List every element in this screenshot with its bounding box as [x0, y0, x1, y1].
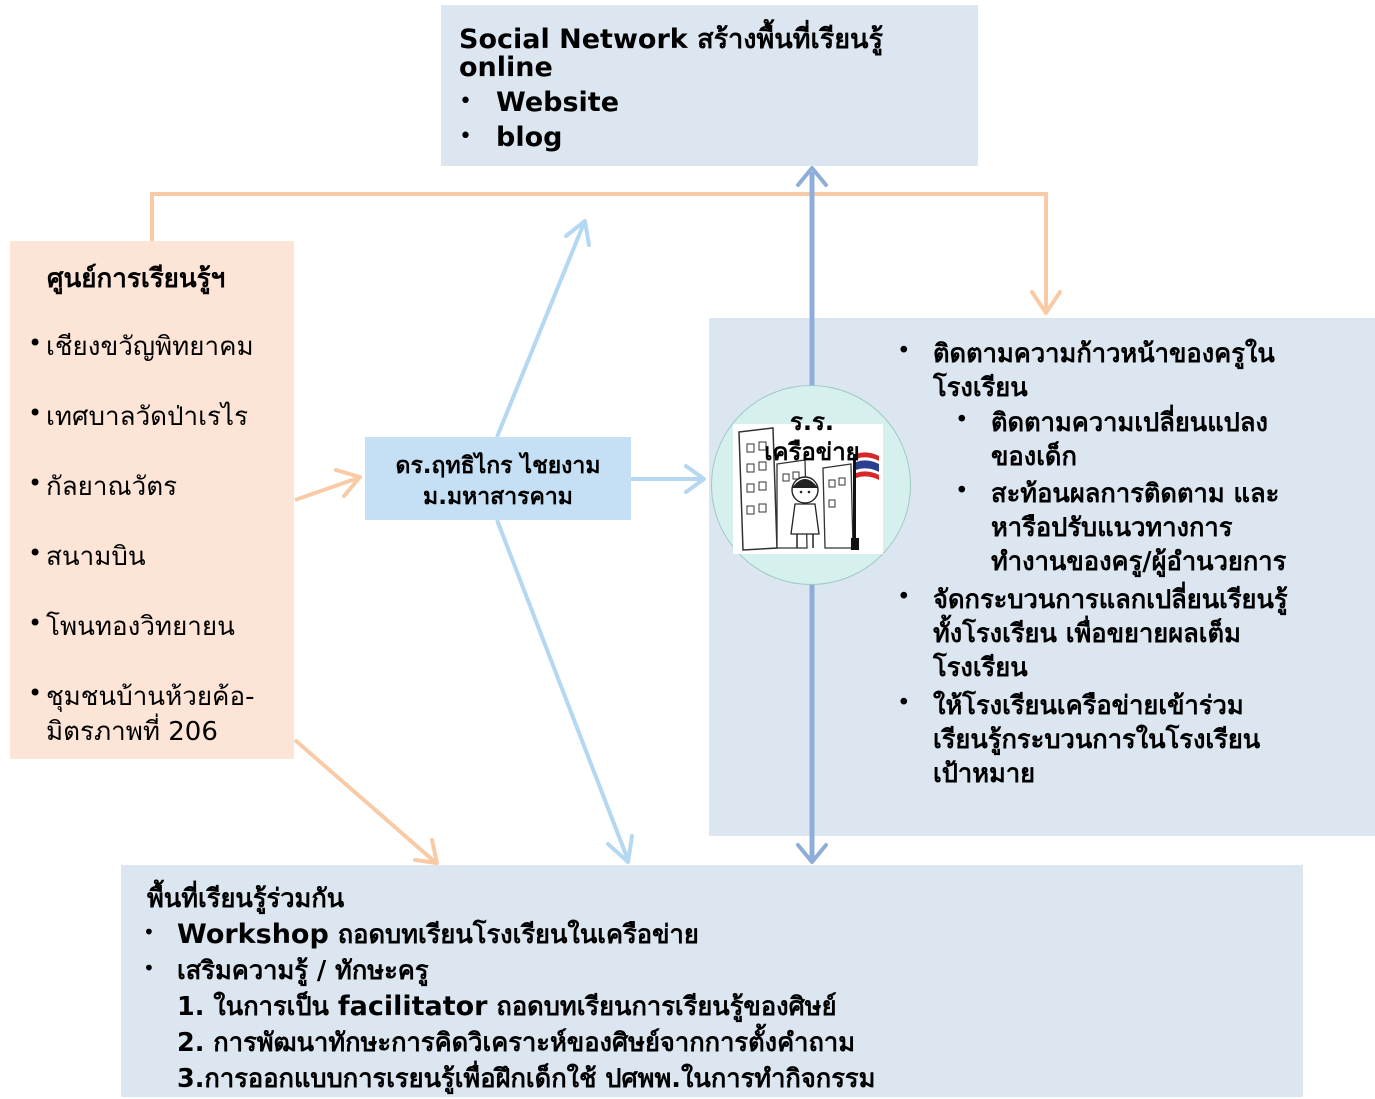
- social-title-line2: online: [459, 52, 553, 83]
- center-item-continued: มิตรภาพที่ 206: [46, 717, 218, 747]
- shared-title: พื้นที่เรียนรู้ร่วมกัน: [147, 884, 345, 914]
- network-item-3: ให้โรงเรียนเครือข่ายเข้าร่วม: [933, 691, 1244, 721]
- center-item: เชียงขวัญพิทยาคม: [46, 332, 254, 362]
- network-item-3-cont: เรียนรู้กระบวนการในโรงเรียน: [933, 725, 1261, 755]
- arrowhead-school: [684, 464, 706, 494]
- shared-subitem-1: 1. ในการเป็น facilitator ถอดบทเรียนการเร…: [177, 987, 837, 1027]
- workshop-label: Workshop: [177, 919, 329, 950]
- shared-learning-box: พื้นที่เรียนรู้ร่วมกัน • Workshop ถอดบทเ…: [121, 865, 1303, 1097]
- network-item-2: จัดกระบวนการแลกเปลี่ยนเรียนรู้: [933, 585, 1288, 615]
- learning-centers-box: ศูนย์การเรียนรู้ฯ • เชียงขวัญพิทยาคม • เ…: [10, 241, 294, 759]
- network-subitem-2-cont: ทำงานของครู/ผู้อำนวยการ: [991, 547, 1287, 577]
- network-subitem-1-cont: ของเด็ก: [991, 442, 1077, 472]
- bullet: •: [459, 124, 472, 149]
- network-school-circle: ร.ร. เครือข่าย: [711, 385, 911, 585]
- bullet: •: [955, 478, 969, 504]
- network-item-2-cont: ทั้งโรงเรียน เพื่อขยายผลเต็ม: [933, 619, 1241, 649]
- subitem-1-desc: ถอดบทเรียนการเรียนรู้ของศิษย์: [487, 992, 837, 1022]
- network-item-1-cont: โรงเรียน: [933, 373, 1028, 403]
- social-title: Social Network สร้างพื้นที่เรียนรู้: [459, 17, 883, 60]
- dr-name: ดร.ฤทธิไกร ไชยงาม: [395, 453, 601, 479]
- centers-title: ศูนย์การเรียนรู้ฯ: [47, 264, 226, 294]
- network-subitem-2-cont: หารือปรับแนวทางการ: [991, 513, 1233, 543]
- social-item-website: Website: [496, 87, 620, 118]
- arrowhead-network-top: [1030, 290, 1062, 315]
- bullet: •: [897, 338, 911, 364]
- social-title-rest: สร้างพื้นที่เรียนรู้: [687, 24, 884, 55]
- school-label-2: เครือข่าย: [764, 438, 860, 466]
- bullet: •: [897, 584, 911, 610]
- arrowhead-shared-left: [413, 838, 439, 865]
- network-item-1: ติดตามความก้าวหน้าของครูใน: [933, 339, 1275, 369]
- social-title-bold: Social Network: [459, 24, 688, 55]
- center-item: กัลยาณวัตร: [46, 472, 178, 502]
- center-item: เทศบาลวัดป่าเรไร: [46, 402, 249, 432]
- arrowhead-top-middle: [564, 219, 591, 247]
- shared-subitem-3: 3.การออกแบบการเรยนรู้เพื่อฝึกเด็กใช้ ปศพ…: [177, 1064, 876, 1094]
- bullet: •: [28, 679, 43, 707]
- school-illustration: [733, 424, 883, 554]
- network-subitem-1: ติดตามความเปลี่ยนแปลง: [991, 408, 1268, 438]
- thai-flag-icon: [856, 452, 879, 480]
- network-item-2-cont: โรงเรียน: [933, 653, 1028, 683]
- bullet: •: [28, 399, 43, 427]
- workshop-desc: ถอดบทเรียนโรงเรียนในเครือข่าย: [328, 920, 699, 950]
- bullet: •: [143, 920, 155, 944]
- arrow-centers-to-dr: [294, 476, 359, 502]
- bullet: •: [28, 329, 43, 357]
- network-subitem-2: สะท้อนผลการติดตาม และ: [991, 479, 1280, 509]
- bullet: •: [28, 539, 43, 567]
- bullet: •: [28, 469, 43, 497]
- social-network-box: Social Network สร้างพื้นที่เรียนรู้ onli…: [441, 5, 978, 166]
- arrowhead-dr-left: [334, 468, 362, 498]
- social-item-blog: blog: [496, 122, 563, 153]
- arrow-dr-to-top: [495, 222, 586, 438]
- arrow-dr-to-shared: [495, 519, 630, 861]
- bullet: •: [459, 89, 472, 114]
- bullet: •: [897, 690, 911, 716]
- center-item: ชุมชนบ้านห้วยค้อ-: [46, 682, 255, 712]
- dr-box: ดร.ฤทธิไกร ไชยงาม ม.มหาสารคาม: [365, 437, 631, 520]
- shared-item-skills: เสริมความรู้ / ทักษะครู: [177, 956, 429, 986]
- center-item: สนามบิน: [46, 542, 146, 572]
- arrowhead-shared-top: [796, 843, 828, 864]
- arrow-centers-to-shared: [293, 738, 437, 864]
- center-item: โพนทองวิทยายน: [46, 612, 235, 642]
- school-label-1: ร.ร.: [789, 408, 834, 436]
- network-item-3-cont: เป้าหมาย: [933, 759, 1036, 789]
- bullet: •: [143, 956, 155, 980]
- arrowhead-social-bottom: [796, 166, 828, 187]
- shared-item-workshop: Workshop ถอดบทเรียนโรงเรียนในเครือข่าย: [177, 915, 699, 955]
- subitem-1-facilitator: facilitator: [337, 991, 488, 1022]
- bullet: •: [28, 609, 43, 637]
- bullet: •: [955, 407, 969, 433]
- arrow-centers-to-network: [150, 192, 1048, 312]
- arrowhead-shared-middle: [606, 834, 634, 864]
- subitem-1-prefix: 1. ในการเป็น: [177, 992, 338, 1022]
- shared-subitem-2: 2. การพัฒนาทักษะการคิดวิเคราะห์ของศิษย์จ…: [177, 1028, 856, 1058]
- dr-university: ม.มหาสารคาม: [423, 484, 573, 510]
